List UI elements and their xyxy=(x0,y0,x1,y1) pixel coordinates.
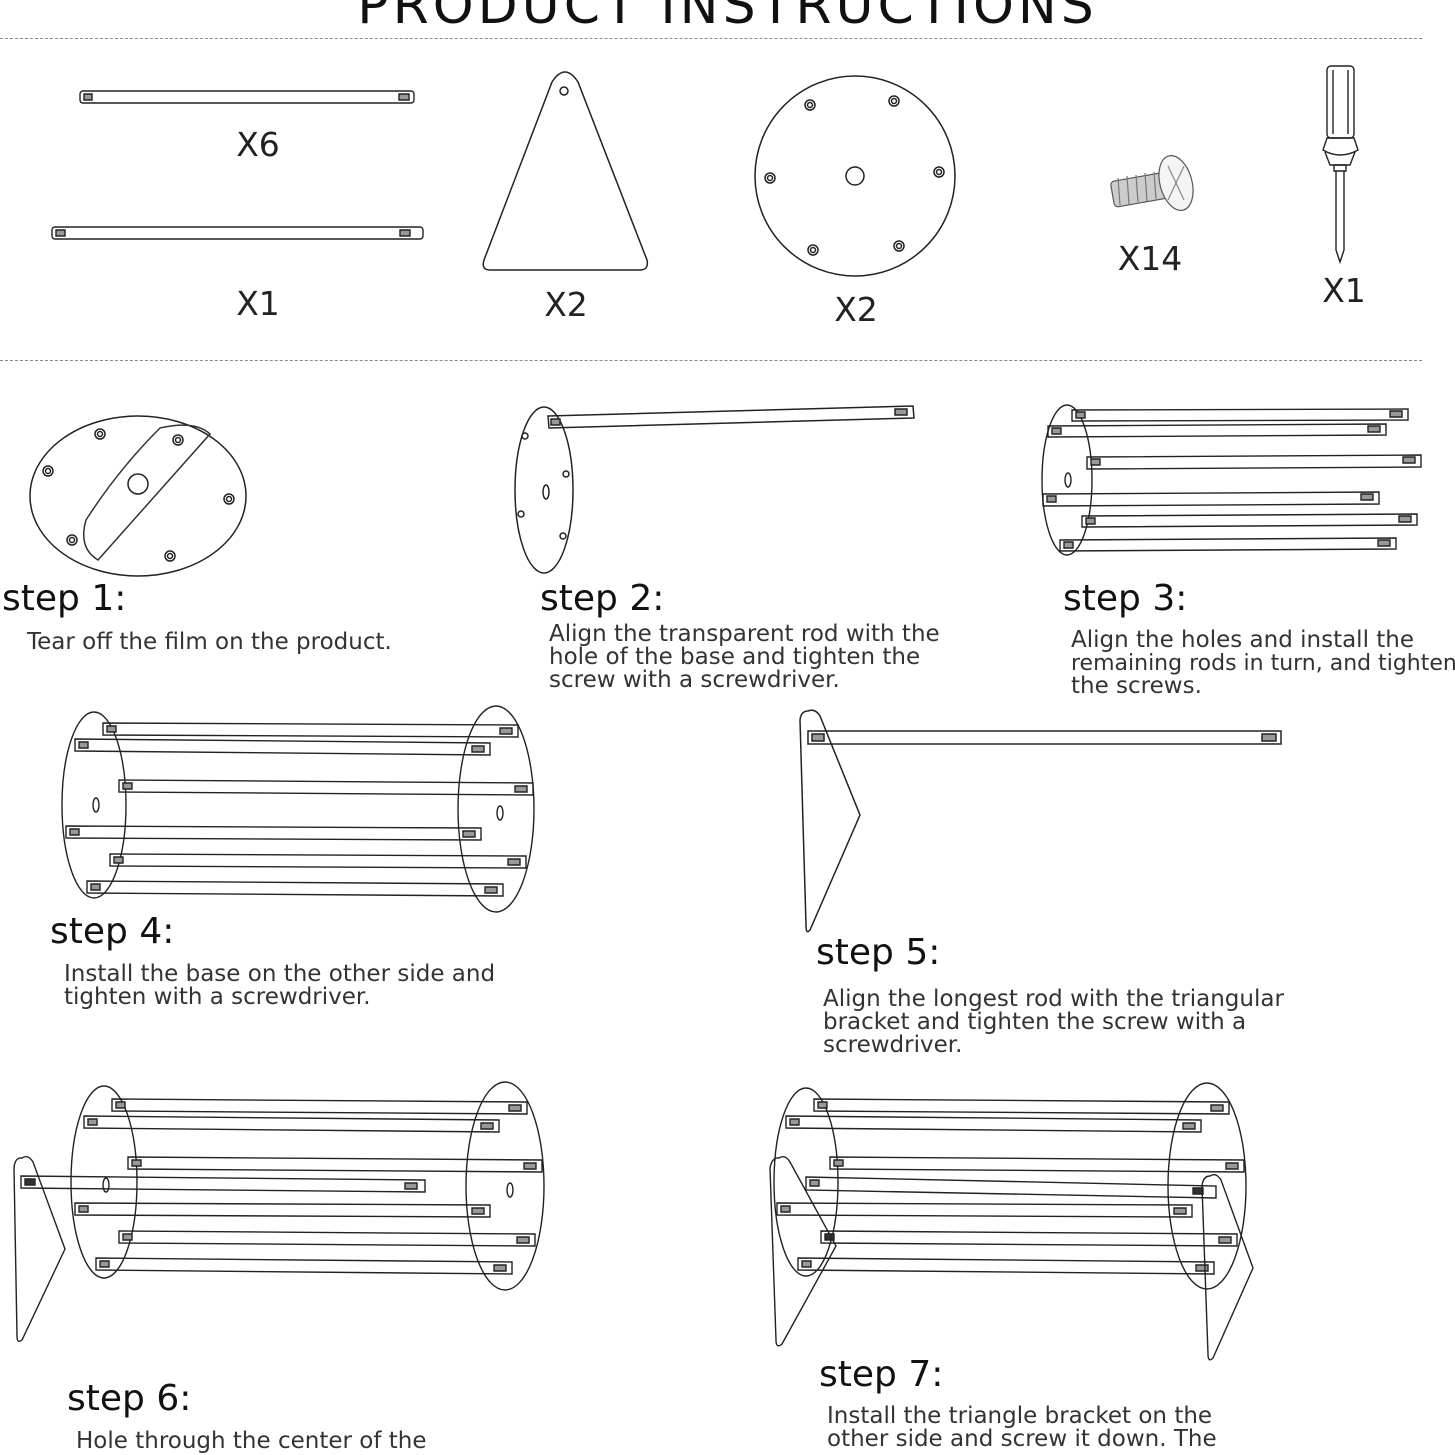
step6-label: step 6: xyxy=(67,1378,192,1419)
step5-desc-line3: screwdriver. xyxy=(823,1032,963,1058)
step7-illustration xyxy=(770,1083,1253,1360)
step1-desc-line1: Tear off the film on the product. xyxy=(27,629,392,655)
step5-desc-line2: bracket and tighten the screw with a xyxy=(823,1009,1247,1035)
step5-label: step 5: xyxy=(816,932,941,973)
step3-illustration xyxy=(1042,405,1421,555)
step6-illustration xyxy=(14,1082,544,1341)
step3-label: step 3: xyxy=(1063,578,1188,619)
screw-icon xyxy=(1110,152,1198,214)
page-title: PRODUCT INSTRUCTIONS xyxy=(357,0,1098,36)
step2-label: step 2: xyxy=(540,578,665,619)
step7-label: step 7: xyxy=(819,1354,944,1395)
step1-illustration xyxy=(30,416,246,576)
step4-desc-line1: Install the base on the other side and xyxy=(64,961,496,987)
step7-desc-line1: Install the triangle bracket on the xyxy=(827,1403,1213,1429)
top-divider xyxy=(0,38,1422,39)
triangle-bracket-icon xyxy=(483,72,647,270)
step5-illustration xyxy=(800,710,1281,931)
qty-triangle-bracket: X2 xyxy=(544,285,588,324)
step4-desc-line2: tighten with a screwdriver. xyxy=(64,984,371,1010)
step2-desc-line3: screw with a screwdriver. xyxy=(549,667,840,693)
qty-long-rod: X1 xyxy=(236,284,280,323)
step2-desc-line2: hole of the base and tighten the xyxy=(549,644,921,670)
step2-illustration xyxy=(515,406,914,573)
long-rod-icon xyxy=(52,227,423,239)
screwdriver-icon xyxy=(1323,66,1358,262)
step7-desc-line2: other side and screw it down. The xyxy=(827,1426,1217,1452)
step4-illustration xyxy=(62,706,534,912)
step4-label: step 4: xyxy=(50,911,175,952)
qty-round-base: X2 xyxy=(834,290,878,329)
step3-desc-line2: remaining rods in turn, and tighten xyxy=(1071,651,1455,676)
step1-label: step 1: xyxy=(2,578,127,619)
step6-desc-line1: Hole through the center of the xyxy=(76,1428,427,1454)
qty-screwdriver: X1 xyxy=(1322,271,1366,310)
round-base-icon xyxy=(755,76,955,276)
qty-short-rods: X6 xyxy=(236,125,280,164)
rod-icon xyxy=(80,91,414,103)
step3-desc-line3: the screws. xyxy=(1071,673,1202,699)
step3-desc-line1: Align the holes and install the xyxy=(1071,627,1415,653)
step5-desc-line1: Align the longest rod with the triangula… xyxy=(823,986,1284,1012)
step2-desc-line1: Align the transparent rod with the xyxy=(549,621,940,647)
qty-screw: X14 xyxy=(1117,239,1183,278)
parts-divider xyxy=(0,360,1422,361)
